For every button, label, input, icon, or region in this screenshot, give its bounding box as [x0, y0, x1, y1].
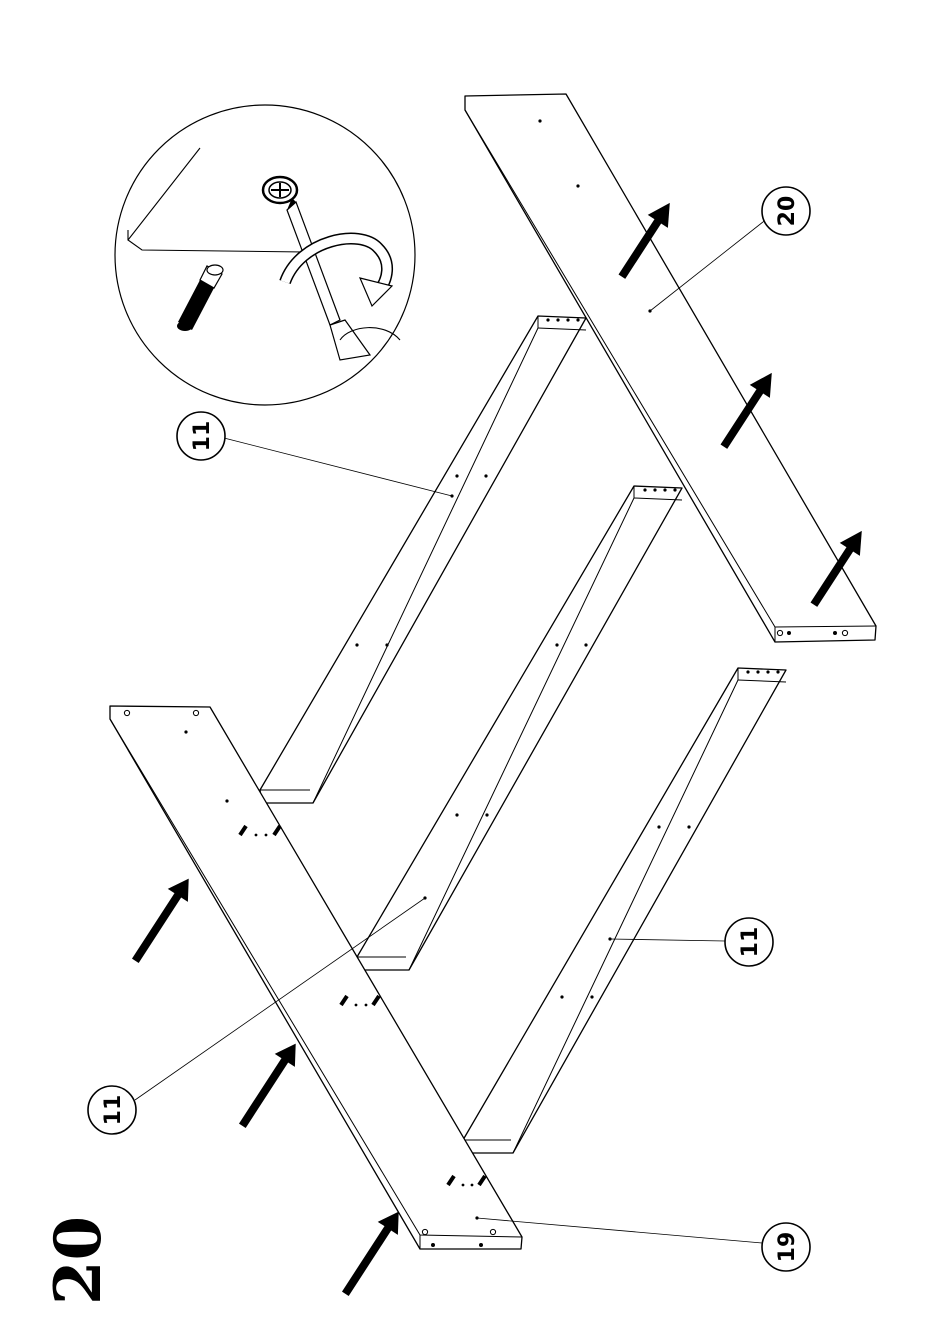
callout-part-11-middle-label: 11 [101, 1095, 126, 1126]
callout-part-11-top: 11 [177, 412, 225, 460]
callout-part-20-label: 20 [775, 196, 800, 227]
callout-part-11-top-label: 11 [190, 421, 215, 452]
callout-part-20: 20 [762, 187, 810, 235]
step-number: 20 [41, 1216, 116, 1305]
callout-part-19-label: 19 [775, 1232, 800, 1263]
callout-part-11-middle: 11 [88, 1086, 136, 1134]
callout-part-11-bottom: 11 [725, 918, 773, 966]
arrow-up-right-1 [125, 872, 199, 967]
arrow-up-right-3 [335, 1205, 409, 1300]
detail-inset [115, 105, 415, 405]
callout-part-11-bottom-label: 11 [738, 927, 763, 958]
detail-inset-circle [115, 105, 415, 405]
arrow-up-right-2 [232, 1037, 306, 1132]
callout-part-19: 19 [762, 1223, 810, 1271]
